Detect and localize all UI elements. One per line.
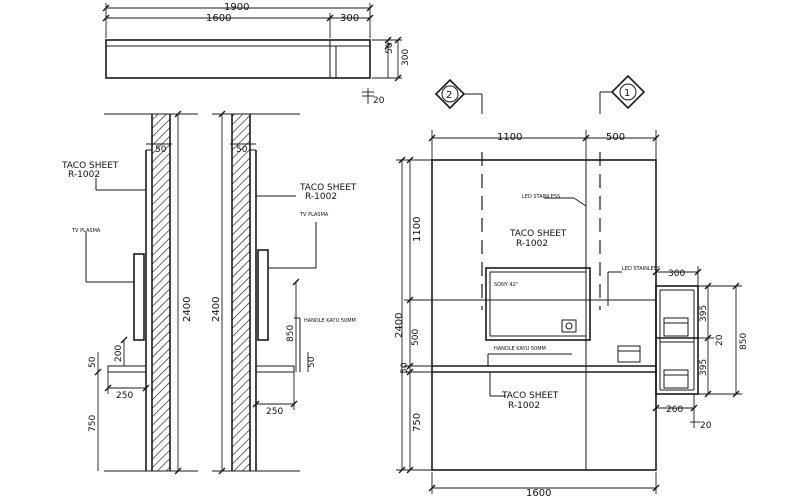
- dim-1100-w: 1100: [497, 132, 522, 143]
- grid-marker-2: 2: [434, 78, 483, 114]
- label-led-side: LED STAINLESS: [622, 266, 660, 272]
- label-led-top: LED STAINLESS: [522, 194, 560, 200]
- label-taco-right: TACO SHEET: [299, 183, 357, 193]
- label-r1002-right: R-1002: [305, 192, 337, 202]
- svg-text:1: 1: [624, 88, 630, 99]
- dim-50-left: 50: [155, 145, 167, 155]
- label-r1002-left: R-1002: [68, 170, 100, 180]
- dim-50-right: 50: [236, 145, 248, 155]
- tv-plasma-right: [257, 249, 269, 341]
- section-left: TACO SHEET R-1002 TV PLASMA 50 2400 200 …: [61, 110, 198, 475]
- dim-50-plan: 50: [385, 42, 395, 54]
- dim-260: 260: [666, 405, 683, 415]
- dim-1900: 1900: [224, 2, 249, 13]
- dim-850-right: 850: [286, 325, 296, 342]
- tv-plasma-left: [133, 253, 145, 341]
- elevation-view: 2 1 1100 500: [394, 74, 749, 499]
- box-upper: [663, 317, 689, 337]
- dim-2400-left: 2400: [182, 297, 193, 322]
- label-r1002-elev-top: R-1002: [516, 239, 548, 249]
- label-sony: SONY 42": [494, 282, 518, 288]
- label-tv-right: TV PLASMA: [299, 212, 329, 218]
- dim-395-lower: 395: [699, 359, 709, 376]
- dim-395-upper: 395: [699, 305, 709, 322]
- wall-hatch-left: [151, 113, 171, 472]
- label-taco-elev-bottom: TACO SHEET: [501, 391, 559, 401]
- svg-text:2: 2: [446, 90, 452, 101]
- dim-1600: 1600: [206, 13, 231, 24]
- dim-250-left: 250: [116, 391, 133, 401]
- dim-50v-left: 50: [88, 356, 98, 368]
- dim-850-side: 850: [739, 333, 749, 350]
- dim-300-plan-h: 300: [401, 49, 411, 66]
- dim-500-w: 500: [606, 132, 625, 143]
- wall-hatch-right: [231, 113, 251, 472]
- dim-750-left: 750: [88, 415, 98, 432]
- dim-200-left: 200: [114, 345, 124, 362]
- section-right: TACO SHEET R-1002 TV PLASMA HANDLE KAYU …: [211, 110, 357, 475]
- label-tv-left: TV PLASMA: [71, 228, 101, 234]
- dim-300-plan: 300: [340, 13, 359, 24]
- dim-2400-elev: 2400: [394, 313, 405, 338]
- label-handle-right: HANDLE KAYU 50MM: [304, 318, 356, 324]
- shelf-box: [617, 345, 641, 363]
- label-taco-elev-top: TACO SHEET: [509, 229, 567, 239]
- plan-view: 1900 1600 300 50 300 20: [102, 2, 411, 106]
- dim-20-plan: 20: [373, 96, 385, 106]
- label-handle-elev: HANDLE KAYU 50MM: [494, 346, 546, 352]
- dim-20-bottom: 20: [700, 421, 712, 431]
- box-lower: [663, 369, 689, 389]
- shelf-right: [255, 365, 295, 373]
- dim-1100-h: 1100: [412, 217, 423, 242]
- label-r1002-elev-bottom: R-1002: [508, 401, 540, 411]
- dim-300-side: 300: [668, 269, 685, 279]
- dim-50-elev: 50: [400, 362, 410, 374]
- dim-1600-elev: 1600: [526, 488, 551, 499]
- cabinet-outline: [431, 159, 657, 471]
- dim-750-elev: 750: [412, 413, 423, 432]
- dim-20-side: 20: [715, 334, 725, 346]
- dim-2400-right: 2400: [211, 297, 222, 322]
- grid-marker-1: 1: [599, 74, 646, 114]
- tv-elevation: [485, 267, 591, 341]
- plan-outline: [105, 39, 371, 79]
- dim-250-right: 250: [266, 407, 283, 417]
- side-cabinet: [655, 285, 699, 395]
- dim-50v-right: 50: [307, 356, 317, 368]
- label-taco-left: TACO SHEET: [61, 161, 119, 171]
- shelf-left: [107, 365, 147, 373]
- dim-500-h: 500: [411, 329, 421, 346]
